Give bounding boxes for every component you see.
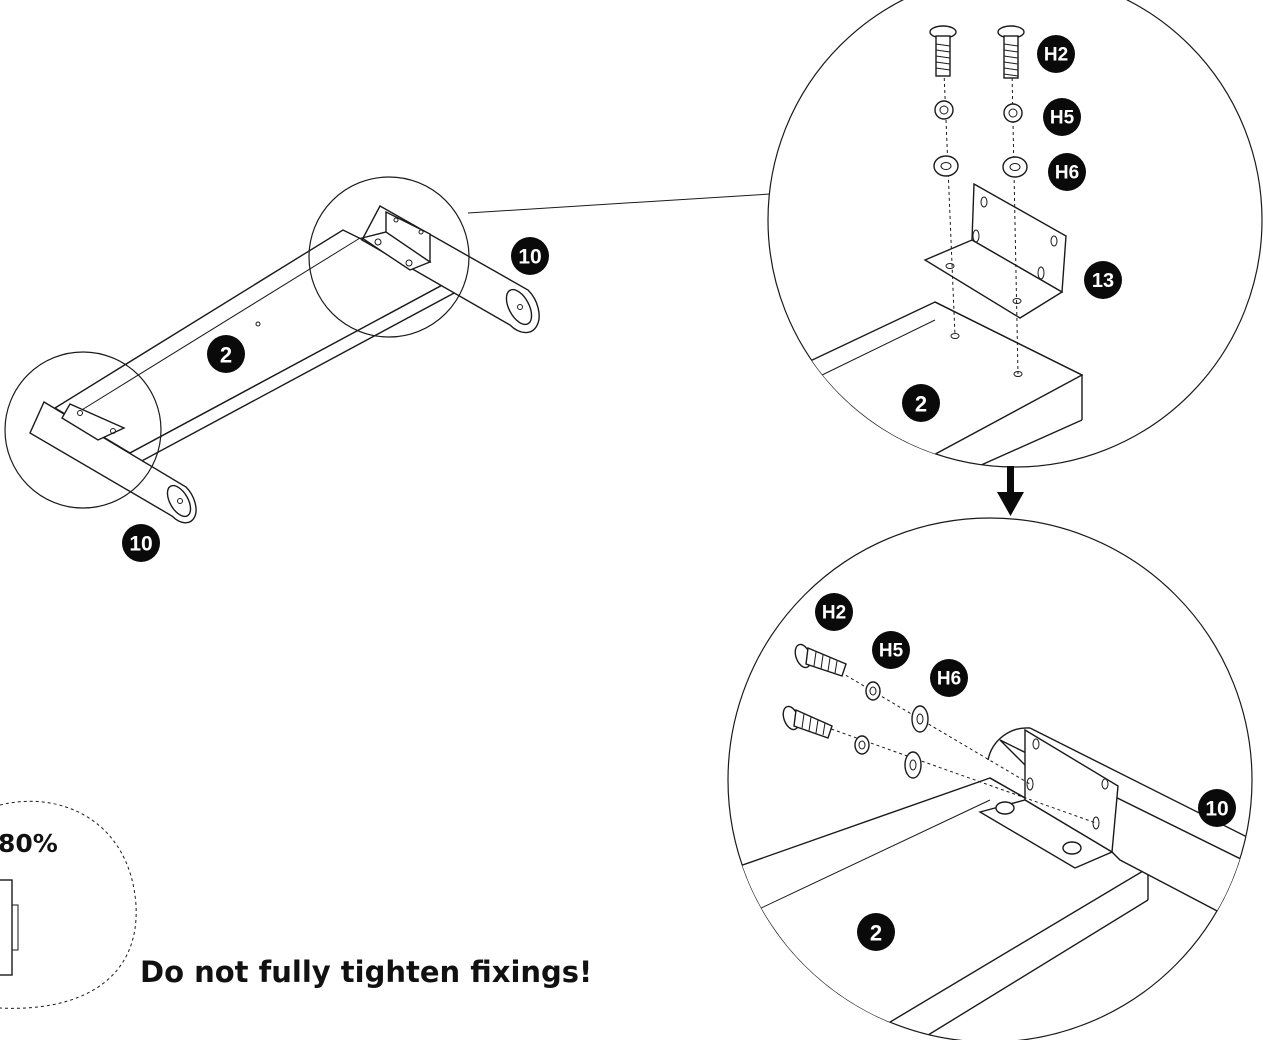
svg-text:H6: H6 (937, 669, 961, 690)
back-leg (360, 205, 540, 334)
badge-h6-bottom: H6 (930, 659, 968, 697)
screw-h2-upper (794, 643, 847, 677)
screw-h2-right (997, 25, 1025, 79)
leader-line (467, 193, 771, 214)
svg-text:13: 13 (1092, 270, 1114, 292)
detail-circle-front (4, 351, 162, 509)
svg-text:2: 2 (915, 392, 927, 417)
svg-text:10: 10 (1205, 798, 1228, 821)
svg-text:10: 10 (518, 246, 541, 269)
badge-part-10-front: 10 (122, 524, 160, 562)
svg-text:H2: H2 (822, 603, 846, 624)
warning-text: Do not fully tighten fixings! (140, 955, 592, 989)
badge-part-2-bottom: 2 (857, 913, 895, 951)
washer-h6-top (933, 155, 1028, 178)
badge-h5-bottom: H5 (872, 631, 910, 669)
badge-part-13: 13 (1084, 261, 1122, 299)
svg-text:H5: H5 (1050, 108, 1075, 129)
svg-text:H2: H2 (1044, 45, 1068, 66)
overview-assembly (4, 176, 771, 524)
badge-h2-top: H2 (1037, 35, 1075, 73)
torque-indicator: 80% (0, 800, 137, 1009)
front-leg (29, 400, 197, 524)
svg-text:2: 2 (220, 343, 232, 368)
magnified-view-bracket-leg (727, 517, 1253, 1040)
badge-h6-top: H6 (1048, 153, 1086, 191)
screw-h2-left (929, 25, 957, 77)
badge-part-10-back: 10 (511, 237, 549, 275)
torque-percentage: 80% (0, 829, 58, 858)
svg-text:H5: H5 (879, 641, 904, 662)
badge-part-2-overview: 2 (207, 335, 245, 373)
badge-h2-bottom: H2 (815, 593, 853, 631)
washer-h5-top (934, 100, 1023, 123)
magnified-view-bracket-top (767, 0, 1263, 468)
badge-h5-top: H5 (1043, 98, 1081, 136)
badge-part-2-top: 2 (902, 384, 940, 422)
detail-circle-back (308, 176, 470, 338)
svg-text:2: 2 (870, 921, 882, 946)
arrow-down-icon (997, 466, 1024, 516)
svg-text:10: 10 (129, 533, 152, 556)
rail-top-face (53, 229, 450, 454)
badge-part-10-bottom: 10 (1198, 789, 1236, 827)
screw-h2-lower (782, 705, 833, 739)
svg-text:H6: H6 (1055, 163, 1079, 184)
